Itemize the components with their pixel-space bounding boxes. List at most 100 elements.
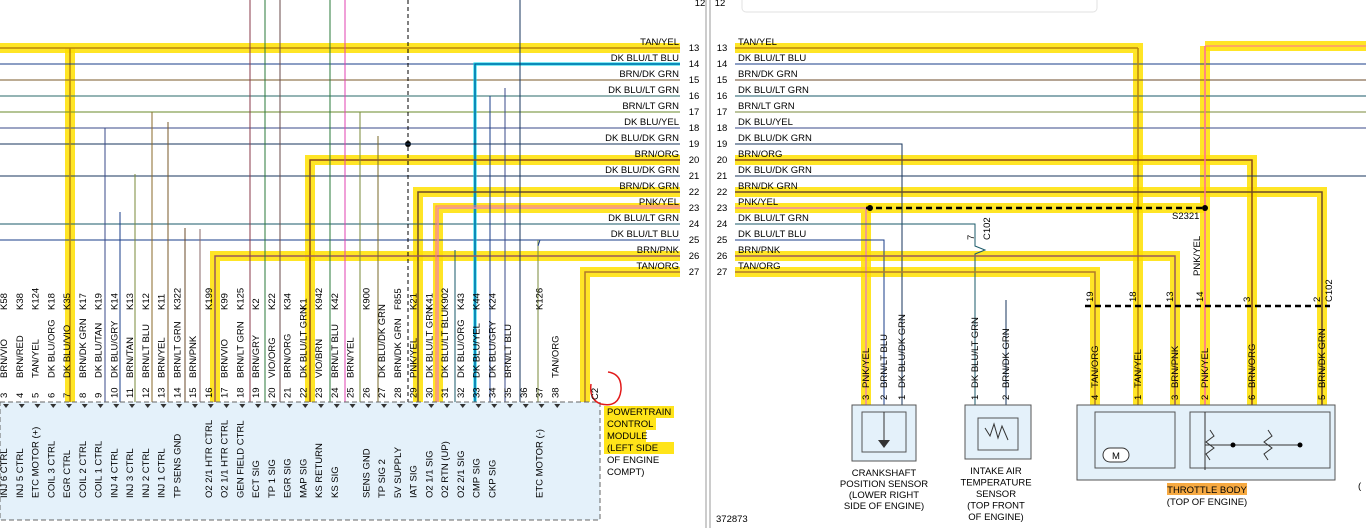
iat-pin-number: 2 (1001, 395, 1012, 400)
pcm-wire-color: BRN/DK GRN (393, 318, 404, 378)
pin-number-right: 22 (717, 187, 728, 198)
pin-number-left: 24 (689, 219, 700, 230)
wire-color-label-right: DK BLU/YEL (738, 117, 793, 128)
pcm-pin-number: 37 (535, 387, 546, 398)
pcm-wire-color: DK BLU/YEL (472, 323, 483, 378)
pcm-signal-name: COIL 3 CTRL (46, 441, 57, 498)
pcm-wire-color: BRN/VIO (0, 339, 10, 378)
pcm-pin-number: 31 (440, 387, 451, 398)
wire-color-label-left: TAN/ORG (636, 261, 679, 272)
pcm-signal-name: 5V SUPPLY (393, 446, 404, 498)
pcm-circuit-id: K14 (109, 293, 120, 310)
pcm-pin-number: 32 (456, 387, 467, 398)
pcm-circuit-id: K19 (94, 293, 105, 310)
tb-pin-number: 5 (1317, 395, 1328, 400)
pcm-wire-color: DK BLU/GRY (487, 320, 498, 378)
iat-wire-color: BRN/DK GRN (1001, 328, 1012, 388)
wire-color-label-right: TAN/ORG (738, 261, 781, 272)
tb-pin-number: 2 (1200, 395, 1211, 400)
wire-color-label-left: BRN/LT GRN (622, 101, 679, 112)
wire-color-label-right: BRN/ORG (738, 149, 782, 160)
pcm-pin-number: 38 (550, 387, 561, 398)
iat-sensor-box (964, 404, 1032, 460)
wire-color-label-left: DK BLU/YEL (624, 117, 679, 128)
wire-dkblu-ltgrn-24 (735, 223, 987, 405)
wire-color-label-left: PNK/YEL (639, 197, 679, 208)
pin-number-left: 17 (689, 107, 700, 118)
pcm-pin-number: 34 (487, 387, 498, 398)
iat-sensor-name: (TOP FRONT (967, 501, 1025, 512)
pcm-pin-terminal (223, 404, 230, 408)
pcm-pin-terminal (412, 404, 419, 408)
vertical-pnk-yel-label: PNK/YEL (1192, 236, 1203, 276)
c102-pin-number: 3 (1242, 297, 1253, 302)
pcm-pin-terminal (34, 404, 41, 408)
pcm-wire-color: BRN/PNK (188, 335, 199, 378)
pcm-pin-number: 21 (283, 387, 294, 398)
pcm-circuit-id: K199 (204, 288, 215, 310)
wire-color-label-left: DK BLU/DK GRN (605, 133, 679, 144)
iat-sensor-name: TEMPERATURE (960, 478, 1031, 489)
pcm-signal-name: O2 1/1 SIG (424, 450, 435, 498)
pcm-signal-name: EGR SIG (283, 458, 294, 498)
pcm-wire-color: DK BLU/GRY (109, 320, 120, 378)
pcm-circuit-id: K124 (31, 288, 42, 310)
edge-letter: ( (1358, 481, 1362, 492)
pcm-pin-number: 12 (141, 387, 152, 398)
pin-number-right: 16 (717, 91, 728, 102)
pin-number-right: 14 (717, 59, 728, 70)
pin-number-left: 13 (689, 43, 700, 54)
splice-dot-left (867, 205, 873, 211)
pcm-wire-color: BRN/LT GRN (172, 321, 183, 378)
pcm-pin-terminal (18, 404, 25, 408)
pcm-signal-name: EGR CTRL (62, 450, 73, 498)
pcm-pin-number: 6 (46, 393, 57, 398)
pcm-pin-terminal (207, 404, 214, 408)
pcm-pin-terminal (475, 404, 482, 408)
iat-sensor-inner (977, 417, 1019, 451)
ckp-pin-number: 1 (897, 395, 908, 400)
pcm-pin-terminal (365, 404, 372, 408)
pcm-signal-name: COIL 1 CTRL (94, 441, 105, 498)
pcm-signal-name: MAP SIG (298, 459, 309, 498)
wire-color-label-right: PNK/YEL (738, 197, 778, 208)
pcm-pin-terminal (318, 404, 324, 408)
wire-color-label-left: DK BLU/LT BLU (611, 53, 679, 64)
wire-color-label-left: BRN/DK GRN (619, 69, 679, 80)
pcm-circuit-id: K125 (235, 288, 246, 310)
figure-id: 372873 (716, 514, 748, 525)
wire-dkblu-dkgrn-19 (735, 143, 903, 405)
pcm-signal-name: ETC MOTOR (+) (31, 427, 42, 498)
thermistor-icon (984, 422, 1009, 441)
pcm-wire-color: TAN/YEL (31, 339, 42, 378)
throttle-body-location: (TOP OF ENGINE) (1167, 497, 1247, 508)
wire-color-label-right: DK BLU/LT GRN (738, 213, 809, 224)
pcm-wire-color: PNK/YEL (409, 338, 420, 378)
c102-pin-number: 14 (1195, 291, 1206, 302)
pcm-circuit-id: K942 (314, 288, 325, 310)
tb-wire-color: TAN/YEL (1133, 349, 1144, 388)
pcm-signal-name: ETC MOTOR (-) (535, 429, 546, 498)
pcm-pin-number: 20 (267, 387, 278, 398)
pcm-pin-number: 8 (78, 393, 89, 398)
pin-number-left: 25 (689, 235, 700, 246)
pcm-pin-number: 13 (157, 387, 168, 398)
pcm-pin-terminal (507, 404, 513, 408)
wire-color-label-left: BRN/PNK (637, 245, 680, 256)
pcm-circuit-id: K13 (125, 293, 136, 310)
tb-pin-number: 3 (1170, 395, 1181, 400)
tb-sensor-frame (1189, 411, 1331, 469)
pcm-signal-name: ECT SIG (251, 460, 262, 498)
pcm-circuit-id: K41 (424, 293, 435, 310)
wire-brn-org-20 (309, 159, 680, 402)
pin-number-right: 18 (717, 123, 728, 134)
wire-brn-pnk-26-right (735, 255, 1176, 405)
wire-pnk-yel-23 (437, 207, 680, 402)
wire-color-label-right: DK BLU/LT BLU (738, 53, 806, 64)
pcm-circuit-id: K902 (440, 288, 451, 310)
pcm-signal-name: TP SENS GND (172, 434, 183, 498)
pcm-pin-terminal (270, 404, 277, 408)
